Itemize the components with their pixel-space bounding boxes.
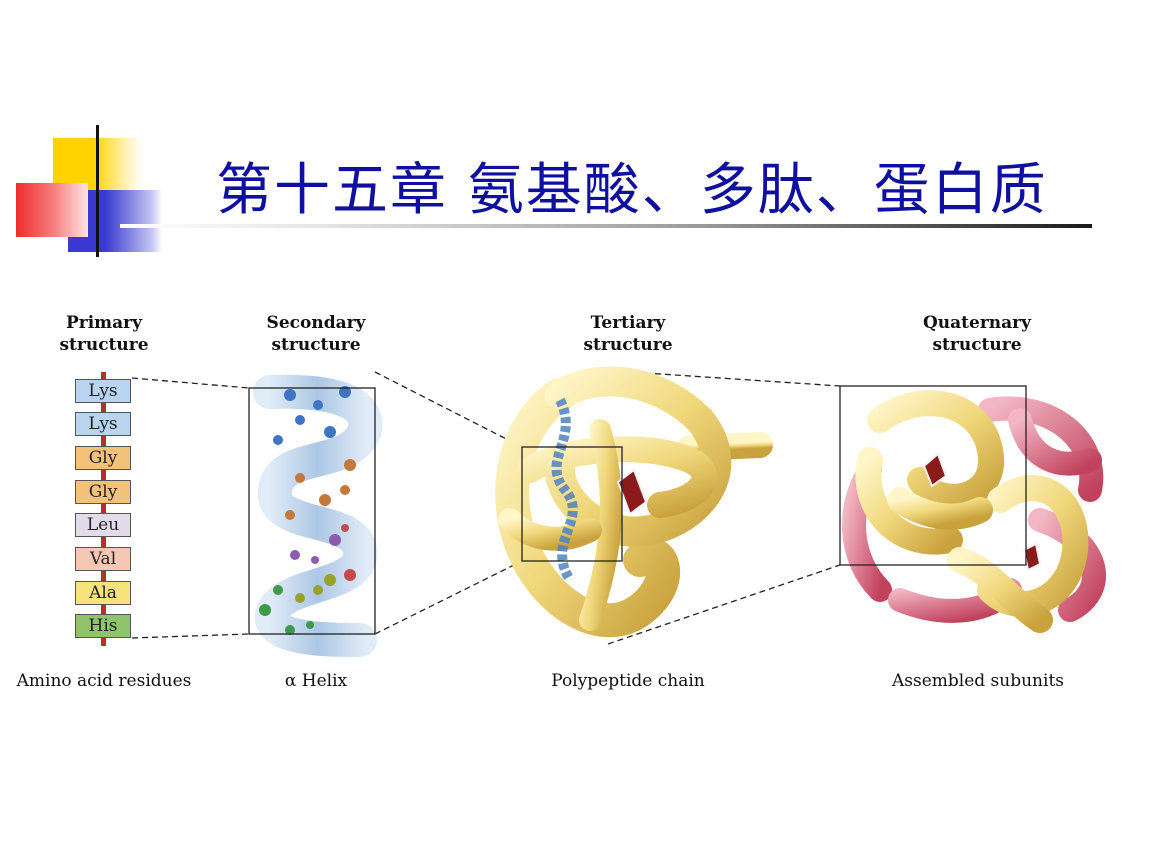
heading-tertiary: Tertiary structure <box>538 312 718 356</box>
heading-tertiary-line1: Tertiary <box>590 313 666 333</box>
caption-quaternary: Assembled subunits <box>891 671 1065 691</box>
polypeptide-backbone <box>101 372 106 646</box>
zoom-connectors <box>131 370 841 645</box>
caption-primary: Amino acid residues <box>16 671 192 691</box>
title-decoration-vertical-line <box>96 125 99 257</box>
caption-tertiary: Polypeptide chain <box>551 671 705 691</box>
slide-title: 第十五章 氨基酸、多肽、蛋白质 <box>216 158 1048 223</box>
heading-secondary-line2: structure <box>271 335 361 355</box>
caption-secondary: α Helix <box>284 671 348 691</box>
heading-primary: Primary structure <box>14 312 194 356</box>
heading-quaternary: Quaternary structure <box>887 312 1067 356</box>
heading-tertiary-line2: structure <box>583 335 673 355</box>
quaternary-assembly-illustration <box>839 385 1106 633</box>
alpha-helix-illustration <box>248 374 383 657</box>
heading-secondary: Secondary structure <box>226 312 406 356</box>
title-underline <box>120 224 1092 228</box>
residue-2: Lys <box>75 412 131 436</box>
tertiary-fold-illustration <box>495 366 773 638</box>
residue-6: Val <box>75 547 131 571</box>
residue-1: Lys <box>75 379 131 403</box>
heading-quaternary-line1: Quaternary <box>922 313 1032 333</box>
heading-secondary-line1: Secondary <box>266 313 366 333</box>
residue-7: Ala <box>75 581 131 605</box>
title-decoration-red-square <box>16 183 88 237</box>
residue-5: Leu <box>75 513 131 537</box>
heading-primary-line2: structure <box>59 335 149 355</box>
residue-4: Gly <box>75 480 131 504</box>
heading-primary-line1: Primary <box>65 313 143 333</box>
residue-8: His <box>75 614 131 638</box>
residue-3: Gly <box>75 446 131 470</box>
heading-quaternary-line2: structure <box>932 335 1022 355</box>
